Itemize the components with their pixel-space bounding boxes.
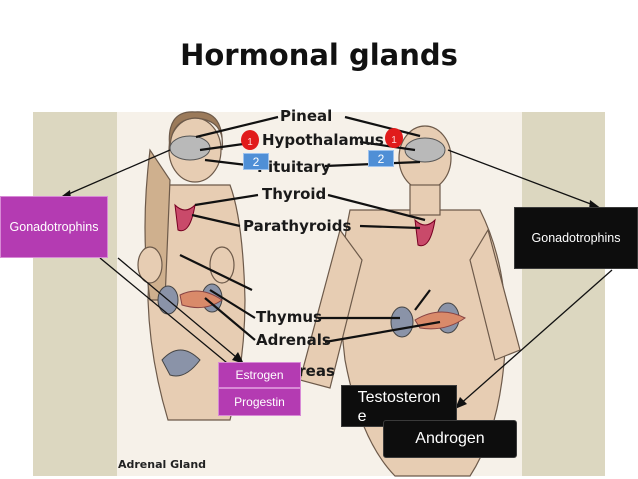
male-thyroid [414,218,436,247]
label-hypothalamus: Hypothalamus [262,131,384,149]
female-thyroid [174,203,196,232]
badge-left-1: 1 [241,130,259,150]
diagram-title: Hormonal glands [180,38,458,72]
label-thyroid: Thyroid [262,185,327,203]
progestin-box: Progestin [218,388,301,416]
gonadotrophins-box-right: Gonadotrophins [514,207,638,269]
label-pituitary: Pituitary [257,158,331,176]
androgen-box: Androgen [383,420,517,458]
male-brain [404,137,446,163]
gonadotrophins-box-left: Gonadotrophins [0,196,108,258]
label-pineal: Pineal [280,107,333,125]
label-parathyroids: Parathyroids [243,217,352,235]
hormone-arrows [63,149,613,407]
badge-right-2: 2 [368,150,394,167]
label-thymus: Thymus [256,308,322,326]
female-ovaries [161,349,201,377]
label-adrenals: Adrenals [256,331,331,349]
female-brain [169,135,211,161]
leader-lines [179,115,441,344]
badge-left-2: 2 [243,153,269,170]
male-kidney-left [390,306,414,338]
caption-adrenal-gland: Adrenal Gland [118,458,207,471]
estrogen-box: Estrogen [218,362,301,388]
badge-right-1: 1 [385,128,403,148]
